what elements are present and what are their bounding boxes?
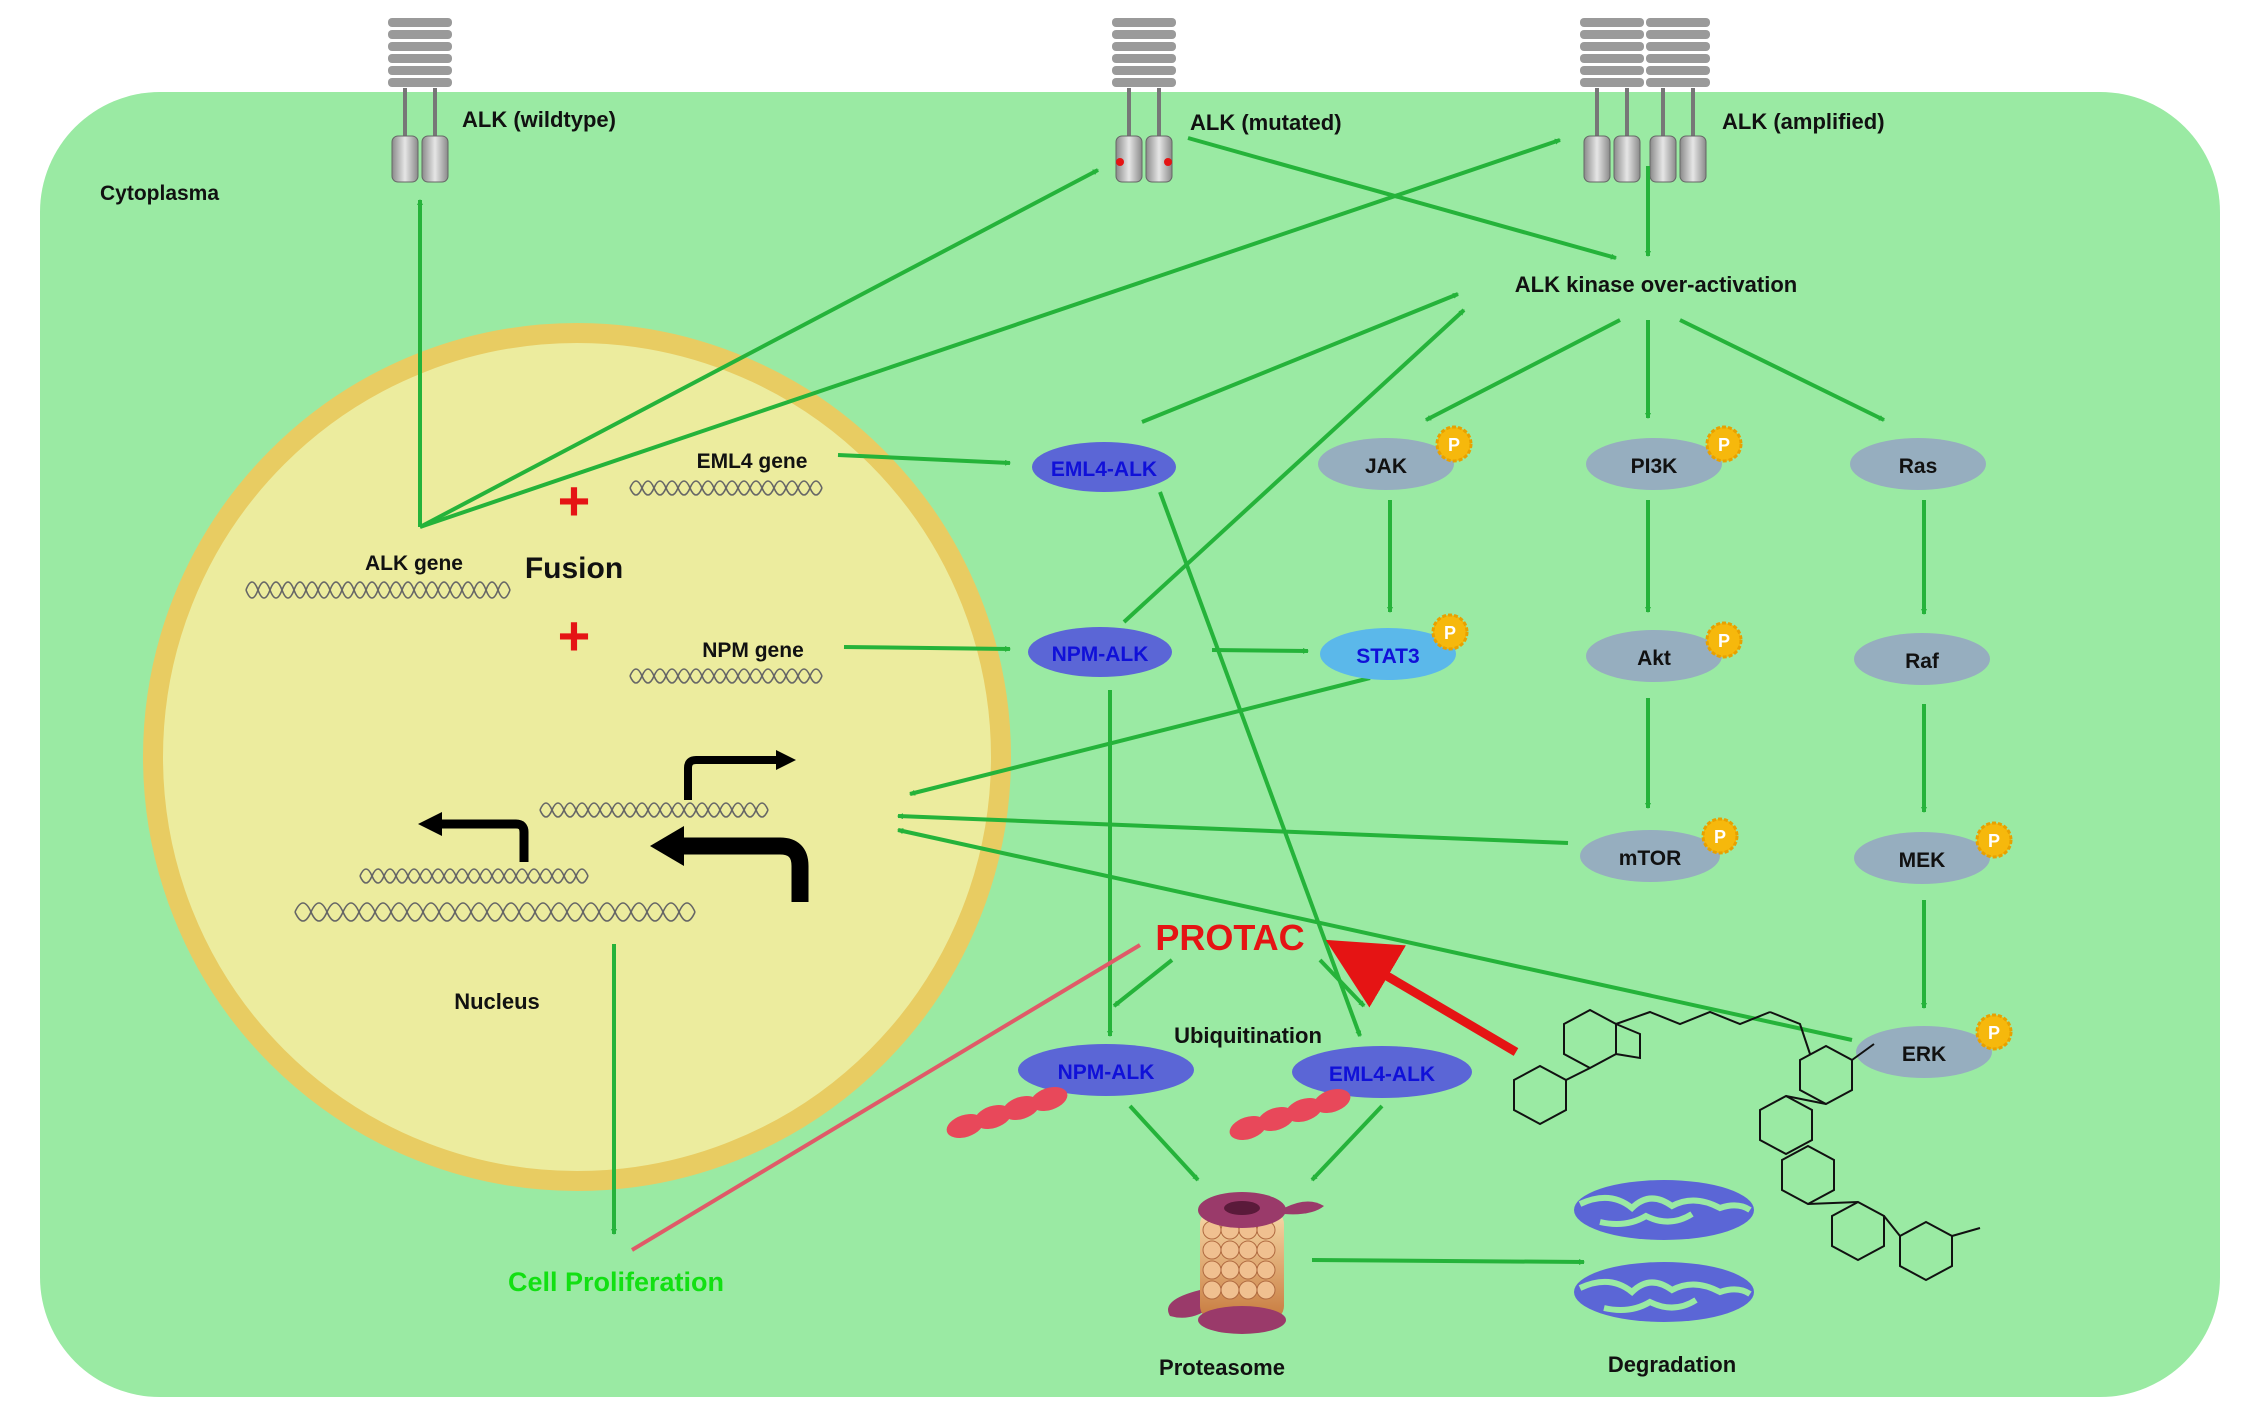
svg-text:EML4-ALK: EML4-ALK: [1051, 458, 1157, 481]
svg-text:P: P: [1988, 831, 2000, 851]
label-alk-amplified: ALK (amplified): [1722, 109, 1885, 134]
label-protac: PROTAC: [1155, 917, 1304, 958]
svg-text:P: P: [1718, 631, 1730, 651]
transcription-dna-2: [359, 868, 589, 884]
svg-text:MEK: MEK: [1899, 849, 1946, 872]
phospho-mtor: P: [1701, 817, 1739, 855]
phospho-akt: P: [1705, 621, 1743, 659]
node-npm-alk: NPM-ALK: [1028, 627, 1172, 677]
svg-text:mTOR: mTOR: [1619, 847, 1682, 870]
node-eml4-alk: EML4-ALK: [1032, 442, 1176, 492]
protac-chemical-structure-icon: [1513, 1008, 1981, 1282]
svg-text:Raf: Raf: [1905, 650, 1940, 673]
phospho-erk: P: [1975, 1013, 2013, 1051]
plus-sign-top: +: [558, 469, 591, 532]
svg-text:P: P: [1714, 827, 1726, 847]
node-akt: Akt: [1586, 630, 1722, 682]
protac-red-arrow: [1325, 939, 1519, 1056]
labels: Cytoplasma Nucleus ALK (wildtype) ALK (m…: [100, 107, 1885, 1380]
label-alk-mutated: ALK (mutated): [1190, 110, 1342, 135]
dna-strands: [245, 480, 823, 922]
node-pi3k: PI3K: [1586, 438, 1722, 490]
svg-text:P: P: [1718, 435, 1730, 455]
protac-inhibition-line: [630, 943, 1142, 1252]
node-jak: JAK: [1318, 438, 1454, 490]
label-nucleus: Nucleus: [454, 989, 540, 1014]
plus-sign-bottom: +: [558, 604, 591, 667]
phospho-jak: P: [1435, 425, 1473, 463]
node-raf: Raf: [1854, 633, 1990, 685]
svg-text:Ras: Ras: [1899, 455, 1938, 478]
phospho-pi3k: P: [1705, 425, 1743, 463]
transcription-arrows: [418, 750, 809, 902]
nucleus: [143, 323, 1011, 1191]
label-alk-wildtype: ALK (wildtype): [462, 107, 616, 132]
alk-amplified-receptor: [1580, 18, 1710, 183]
proteasome-icon: [1168, 1192, 1324, 1334]
ubiquitin-chain-npm: [946, 1087, 1068, 1138]
svg-text:P: P: [1444, 623, 1456, 643]
transcription-dna-1: [539, 802, 769, 818]
svg-text:NPM-ALK: NPM-ALK: [1052, 643, 1149, 666]
label-ubiquitination: Ubiquitination: [1174, 1023, 1322, 1048]
svg-text:STAT3: STAT3: [1356, 645, 1419, 668]
node-ras: Ras: [1850, 438, 1986, 490]
svg-text:EML4-ALK: EML4-ALK: [1329, 1063, 1435, 1086]
phospho-badges: P P P P P P P: [1431, 425, 2013, 1051]
label-fusion: Fusion: [525, 552, 623, 585]
svg-text:Akt: Akt: [1637, 647, 1671, 670]
phospho-mek: P: [1975, 821, 2013, 859]
label-eml4-gene: EML4 gene: [697, 450, 808, 473]
svg-text:P: P: [1448, 435, 1460, 455]
label-alk-gene: ALK gene: [365, 552, 463, 575]
node-mek: MEK: [1854, 832, 1990, 884]
svg-text:ERK: ERK: [1902, 1043, 1946, 1066]
transcription-dna-3: [294, 902, 696, 922]
node-mtor: mTOR: [1580, 830, 1720, 882]
node-npm-alk-ubiquitinated: NPM-ALK: [1018, 1044, 1194, 1096]
label-cytoplasma: Cytoplasma: [100, 182, 219, 205]
alk-mutated-receptor: [1112, 18, 1176, 183]
node-eml4-alk-ubiquitinated: EML4-ALK: [1292, 1046, 1472, 1098]
svg-text:JAK: JAK: [1365, 455, 1407, 478]
phospho-stat3: P: [1431, 613, 1469, 651]
label-degradation: Degradation: [1608, 1352, 1736, 1377]
label-alk-overactivation: ALK kinase over-activation: [1515, 272, 1797, 297]
alk-wildtype-receptor: [388, 18, 452, 183]
svg-text:PI3K: PI3K: [1631, 455, 1678, 478]
pathway-arrows: [417, 136, 1927, 1265]
ubiquitin-chain-eml4: [1229, 1089, 1351, 1140]
svg-text:P: P: [1988, 1023, 2000, 1043]
svg-text:NPM-ALK: NPM-ALK: [1058, 1061, 1155, 1084]
label-cell-proliferation: Cell Proliferation: [508, 1267, 724, 1297]
label-proteasome: Proteasome: [1159, 1355, 1285, 1380]
degradation-fragments-icon: [1574, 1180, 1754, 1322]
node-erk: ERK: [1856, 1026, 1992, 1078]
label-npm-gene: NPM gene: [702, 639, 804, 662]
node-stat3: STAT3: [1320, 628, 1456, 680]
